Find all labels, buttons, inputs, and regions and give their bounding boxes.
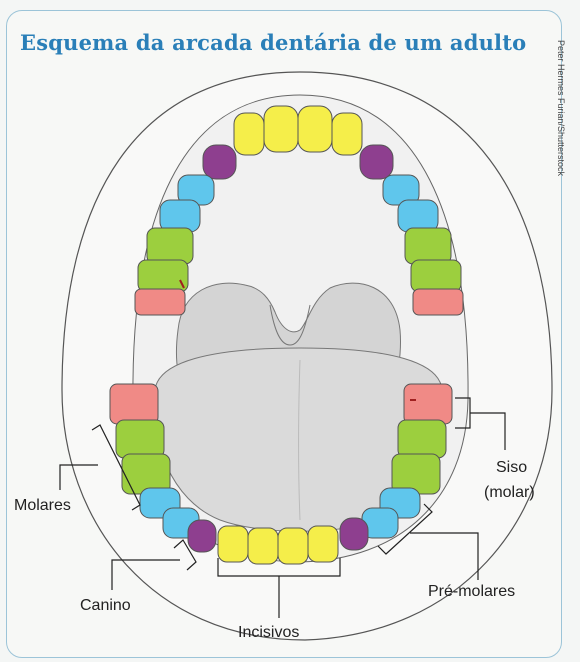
upper-canine [360,145,393,179]
lower-molar [398,420,446,458]
label-incisivos: Incisivos [238,624,299,642]
upper-molar [147,228,193,264]
upper-incisor [298,106,332,152]
upper-wisdom-tooth [413,289,463,315]
upper-incisor [234,113,264,155]
label-canino: Canino [80,597,131,615]
upper-canine [203,145,236,179]
lower-wisdom-tooth [110,384,158,424]
label-siso: Siso [496,459,527,477]
lower-incisor [248,528,278,564]
upper-incisor [264,106,298,152]
upper-incisor [332,113,362,155]
upper-molar [138,260,188,292]
lower-wisdom-tooth [404,384,452,424]
label-siso-molar: (molar) [484,484,535,502]
lower-incisor [308,526,338,562]
label-molares: Molares [14,497,71,515]
upper-premolar [160,200,200,232]
lower-incisor [278,528,308,564]
upper-premolar [398,200,438,232]
upper-wisdom-tooth [135,289,185,315]
lower-canine [340,518,368,550]
upper-molar [411,260,461,292]
label-pre-molares: Pré-molares [428,583,515,601]
lower-molar [116,420,164,458]
lower-incisor [218,526,248,562]
lower-canine [188,520,216,552]
upper-molar [405,228,451,264]
